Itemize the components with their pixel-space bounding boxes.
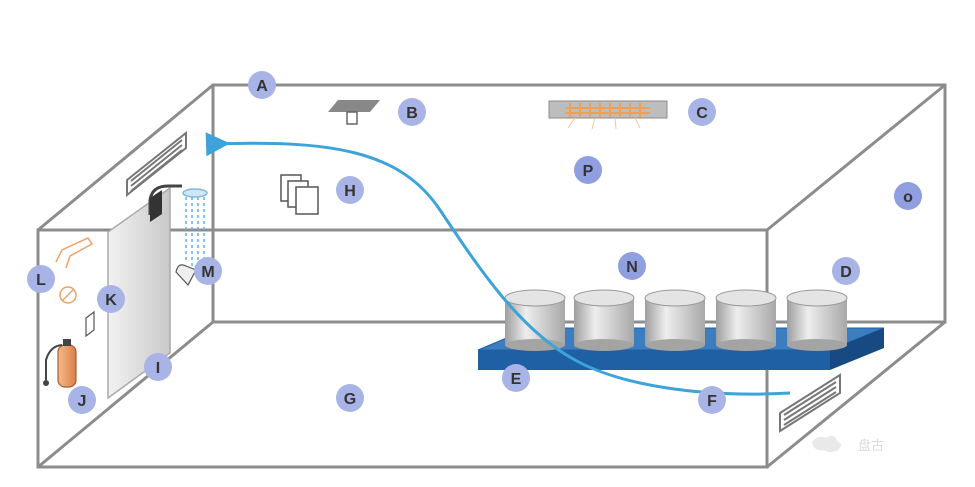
label-J: J	[68, 386, 96, 414]
label-L: L	[27, 265, 55, 293]
label-N: N	[618, 252, 646, 280]
edge-bottom-left	[37, 320, 214, 469]
label-A: A	[248, 71, 276, 99]
svg-text:K: K	[105, 292, 117, 309]
svg-text:P: P	[583, 163, 594, 180]
cylinder-icon	[573, 289, 635, 351]
cylinder-icon	[715, 289, 777, 351]
label-C: C	[688, 98, 716, 126]
svg-text:o: o	[903, 189, 913, 206]
svg-text:I: I	[156, 360, 160, 377]
svg-text:J: J	[78, 393, 87, 410]
svg-text:M: M	[201, 264, 214, 281]
svg-text:C: C	[696, 105, 708, 122]
extinguisher-icon	[43, 339, 77, 388]
svg-text:F: F	[707, 393, 717, 410]
vent-grille-icon	[779, 373, 841, 433]
label-I: I	[144, 353, 172, 381]
switch-icon	[85, 310, 95, 338]
cylinder-icon	[644, 289, 706, 351]
label-H: H	[336, 176, 364, 204]
svg-text:L: L	[36, 272, 46, 289]
sprinkler-icon	[148, 184, 208, 287]
label-F: F	[698, 386, 726, 414]
cylinder-row	[504, 289, 848, 351]
svg-text:盘古: 盘古	[858, 438, 884, 453]
vent-grille-icon	[126, 130, 187, 198]
edge-top-left	[37, 83, 214, 232]
ceiling-lamp-icon	[328, 100, 380, 125]
label-K: K	[97, 285, 125, 313]
svg-text:B: B	[406, 105, 418, 122]
edge-top-right	[766, 83, 946, 232]
label-D: D	[832, 257, 860, 285]
svg-text:D: D	[840, 264, 852, 281]
label-B: B	[398, 98, 426, 126]
label-P: P	[574, 156, 602, 184]
back-wall-edges	[211, 83, 947, 324]
label-M: M	[194, 257, 222, 285]
label-E: E	[502, 364, 530, 392]
svg-text:A: A	[256, 78, 268, 95]
cylinder-icon	[786, 289, 848, 351]
svg-text:E: E	[511, 371, 522, 388]
label-G: G	[336, 384, 364, 412]
svg-text:H: H	[344, 183, 356, 200]
svg-text:G: G	[344, 391, 356, 408]
pipe-icon	[55, 237, 94, 269]
room-box	[36, 83, 947, 469]
cylinder-icon	[504, 289, 566, 351]
gauge-icon	[59, 286, 77, 304]
edge-bottom-right	[766, 320, 946, 469]
watermark: 盘古	[812, 435, 884, 453]
ceiling-heater-icon	[548, 100, 668, 130]
airflow-arrow-icon	[205, 132, 791, 396]
svg-text:N: N	[626, 259, 638, 276]
label-O: o	[894, 182, 922, 210]
document-stack-icon	[280, 174, 319, 215]
